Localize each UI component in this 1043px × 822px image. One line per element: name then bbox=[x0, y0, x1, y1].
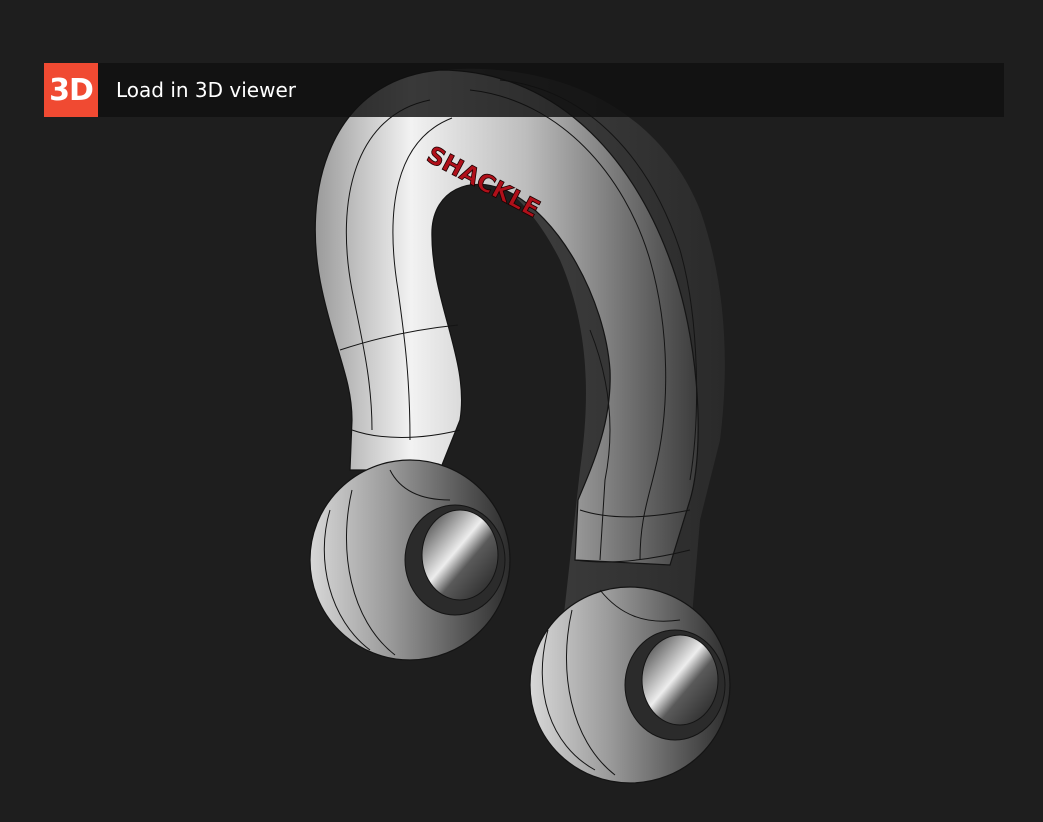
3d-badge-icon: 3D bbox=[44, 63, 98, 117]
load-3d-viewer-button[interactable]: 3D Load in 3D viewer bbox=[44, 63, 1004, 117]
load-3d-viewer-label: Load in 3D viewer bbox=[116, 78, 296, 102]
